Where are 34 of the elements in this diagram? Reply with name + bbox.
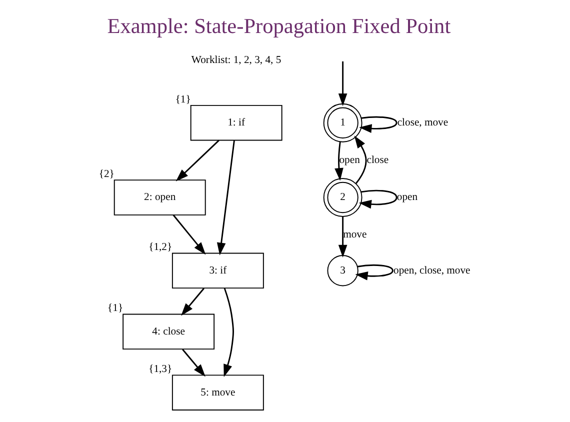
arrow [354, 136, 367, 184]
diagram-title: Example: State-Propagation Fixed Point [107, 14, 451, 38]
arrow [172, 214, 206, 255]
arrow [358, 190, 398, 209]
edge-label: open [339, 154, 360, 166]
node-box: 5: move [172, 374, 264, 411]
edge-label: open [396, 192, 418, 204]
arrow [338, 216, 348, 258]
node-label: {1} [175, 94, 191, 106]
node-label: {1,2} [148, 242, 172, 254]
arrow [334, 142, 344, 181]
node-label: {1,3} [148, 364, 172, 376]
arrow [216, 140, 235, 256]
node-box: 4: close [122, 314, 215, 350]
node-circle: 2 [323, 178, 362, 217]
edge-label: close [366, 154, 389, 166]
node-box: 3: if [172, 252, 264, 289]
label: Worklist: 1, 2, 3, 4, 5 [191, 55, 282, 66]
edge-label: close, move [397, 118, 448, 129]
arrow [355, 264, 394, 280]
arrow [181, 288, 204, 316]
arrow [338, 61, 348, 106]
node-circle: 3 [327, 255, 358, 286]
arrow [359, 116, 398, 133]
arrow [182, 348, 206, 377]
arrow [224, 288, 234, 378]
edge-label: open, close, move [394, 265, 470, 276]
node-label: {2} [98, 168, 114, 180]
node-box: 2: open [114, 180, 206, 216]
edge-label: move [343, 230, 367, 241]
arrow [176, 140, 220, 182]
node-circle: 1 [323, 103, 362, 142]
node-box: 1: if [190, 104, 282, 141]
node-label: {1} [108, 303, 124, 314]
